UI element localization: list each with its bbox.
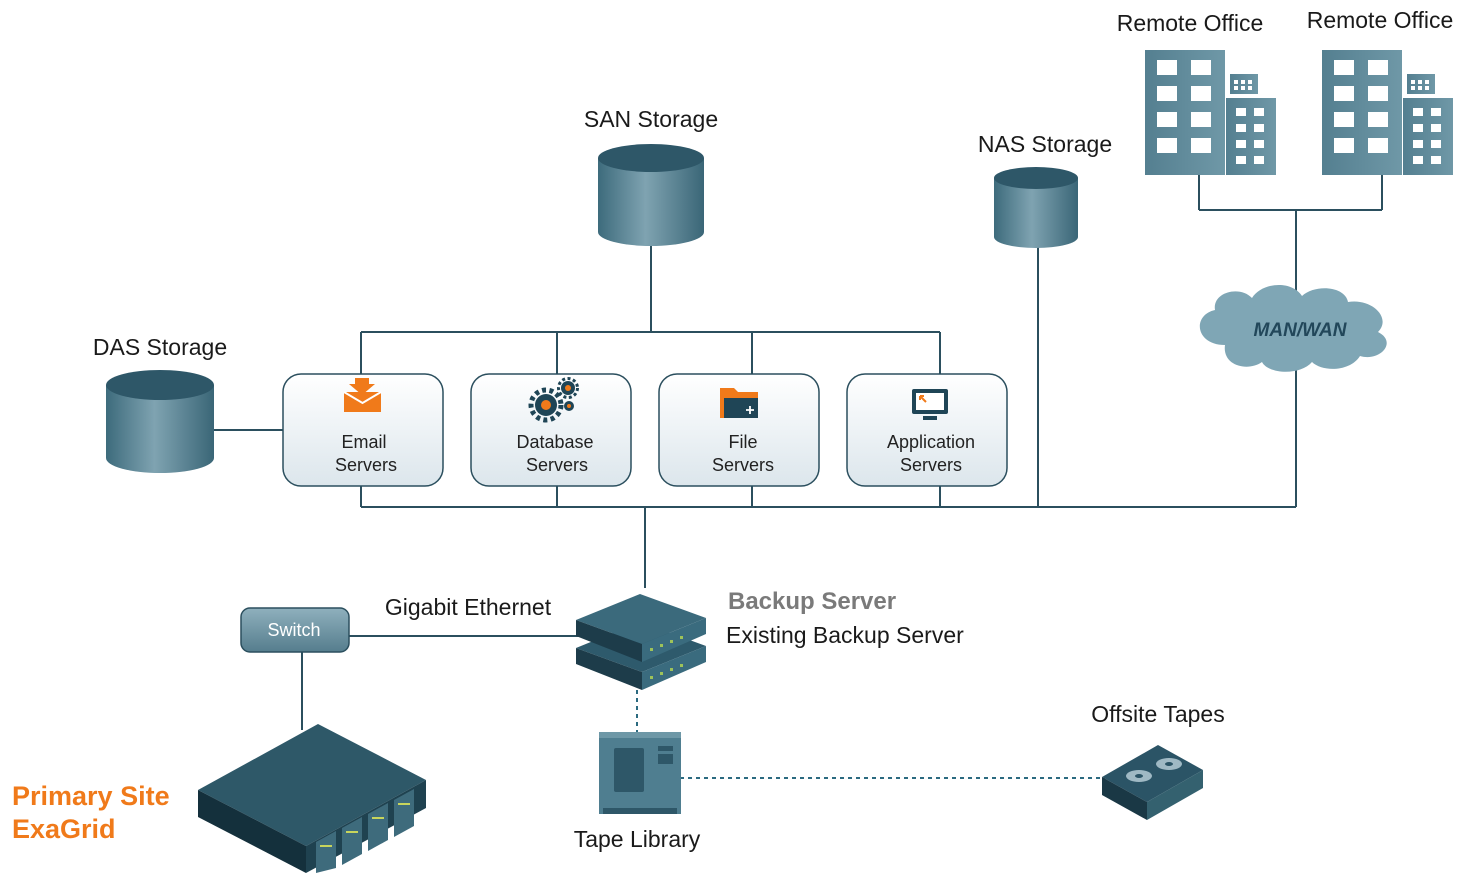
das-storage-cylinder <box>106 370 214 473</box>
backup-server-title: Backup Server <box>728 588 896 615</box>
server-box-database: Database Servers <box>470 373 632 487</box>
server-box-email: Email Servers <box>282 373 444 487</box>
gigabit-ethernet-label: Gigabit Ethernet <box>385 594 552 620</box>
server-label-line1: Application <box>887 432 975 452</box>
tape-library-icon <box>599 732 681 814</box>
gears-icon <box>528 377 579 423</box>
monitor-icon <box>912 389 948 420</box>
cloud-icon <box>1199 284 1387 372</box>
server-label-line2: Servers <box>712 455 774 475</box>
server-label-line2: Servers <box>335 455 397 475</box>
envelope-icon <box>343 378 382 412</box>
nas-storage-cylinder <box>994 167 1078 248</box>
server-label-line1: File <box>728 432 757 452</box>
das-storage-label: DAS Storage <box>93 334 227 360</box>
exagrid-label: ExaGrid <box>12 814 116 844</box>
building-icon <box>1322 50 1453 175</box>
man-wan-label: MAN/WAN <box>1254 320 1348 341</box>
san-storage-label: SAN Storage <box>584 106 718 132</box>
folder-icon <box>720 388 758 418</box>
nas-storage-label: NAS Storage <box>978 131 1112 157</box>
backup-server-subtitle: Existing Backup Server <box>726 622 964 648</box>
tape-cartridge-icon <box>1102 745 1203 820</box>
server-label-line2: Servers <box>900 455 962 475</box>
connection-lines <box>214 175 1383 779</box>
primary-site-label: Primary Site <box>12 781 170 811</box>
remote-office-label-1: Remote Office <box>1117 10 1264 36</box>
switch-device: Switch <box>240 607 350 653</box>
offsite-tapes-label: Offsite Tapes <box>1091 701 1224 727</box>
backup-server-icon <box>576 594 706 690</box>
server-label-line1: Database <box>516 432 593 452</box>
server-label-line2: Servers <box>526 455 588 475</box>
server-box-application: Application Servers <box>846 373 1008 487</box>
exagrid-appliance-icon <box>198 724 426 873</box>
switch-label: Switch <box>267 620 320 640</box>
san-storage-cylinder <box>598 144 704 246</box>
tape-library-label: Tape Library <box>574 826 701 852</box>
server-label-line1: Email <box>341 432 386 452</box>
remote-office-label-2: Remote Office <box>1307 7 1454 33</box>
server-box-file: File Servers <box>658 373 820 487</box>
building-icon <box>1145 50 1276 175</box>
